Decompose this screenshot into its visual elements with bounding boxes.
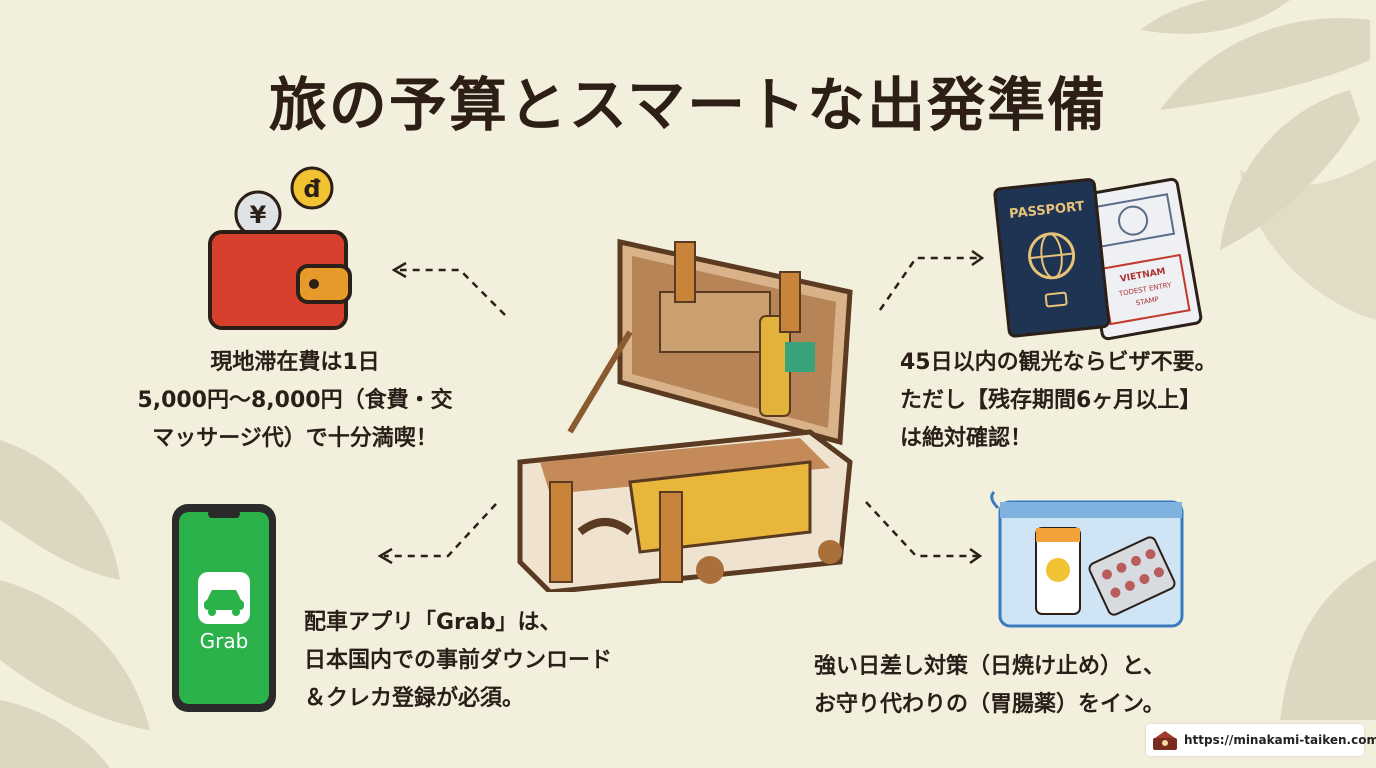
pouch-icon bbox=[990, 490, 1184, 628]
yen-coin-symbol: ¥ bbox=[250, 201, 267, 229]
budget-text: 現地滞在費は1日 5,000円〜8,000円（食費・交 マッサージ代）で十分満喫… bbox=[100, 344, 490, 458]
suitcase-illustration bbox=[517, 238, 853, 592]
health-line-2: お守り代わりの（胃腸薬）をイン。 bbox=[814, 692, 1165, 717]
passport-icon: VIETNAM TODEST ENTRY STAMP PASSPORT bbox=[993, 177, 1203, 341]
budget-line-1: 現地滞在費は1日 bbox=[210, 350, 380, 375]
visa-text: 45日以内の観光ならビザ不要。 ただし【残存期間6ヶ月以上】 は絶対確認！ bbox=[900, 344, 1217, 458]
app-text: 配車アプリ「Grab」は、 日本国内での事前ダウンロード ＆クレカ登録が必須。 bbox=[304, 604, 612, 718]
visa-stamp-line-3: STAMP bbox=[1135, 295, 1159, 307]
arrow-to-budget bbox=[391, 261, 506, 316]
footer-url-badge[interactable]: https://minakami-taiken.com/ bbox=[1146, 724, 1376, 756]
palm-leaf-decoration-left bbox=[0, 440, 150, 768]
palm-leaf-decoration-top-right bbox=[1140, 0, 1376, 320]
app-line-1: 配車アプリ「Grab」は、 bbox=[304, 610, 562, 635]
arrow-to-health bbox=[865, 501, 983, 565]
site-logo-icon bbox=[1153, 731, 1177, 750]
arrow-to-app bbox=[377, 503, 497, 565]
arrow-to-visa bbox=[878, 249, 985, 311]
grab-app-label: Grab bbox=[200, 629, 249, 653]
visa-line-2: ただし【残存期間6ヶ月以上】 bbox=[900, 388, 1202, 413]
app-line-2: 日本国内での事前ダウンロード bbox=[304, 648, 613, 673]
palm-leaf-decoration-bottom-right bbox=[1280, 560, 1376, 720]
visa-line-3: は絶対確認！ bbox=[900, 426, 1033, 451]
smartphone-icon: Grab bbox=[172, 504, 276, 712]
budget-line-3: マッサージ代）で十分満喫！ bbox=[152, 426, 438, 451]
budget-line-2: 5,000円〜8,000円（食費・交 bbox=[137, 388, 453, 413]
visa-line-1: 45日以内の観光ならビザ不要。 bbox=[900, 350, 1217, 375]
dong-coin-symbol: đ bbox=[303, 175, 320, 203]
footer-url[interactable]: https://minakami-taiken.com/ bbox=[1184, 733, 1376, 747]
app-line-3: ＆クレカ登録が必須。 bbox=[304, 686, 525, 711]
page-title: 旅の予算とスマートな出発準備 bbox=[268, 71, 1108, 139]
wallet-icon: đ ¥ bbox=[208, 166, 352, 330]
health-line-1: 強い日差し対策（日焼け止め）と、 bbox=[814, 654, 1166, 679]
health-text: 強い日差し対策（日焼け止め）と、 お守り代わりの（胃腸薬）をイン。 bbox=[814, 648, 1165, 724]
